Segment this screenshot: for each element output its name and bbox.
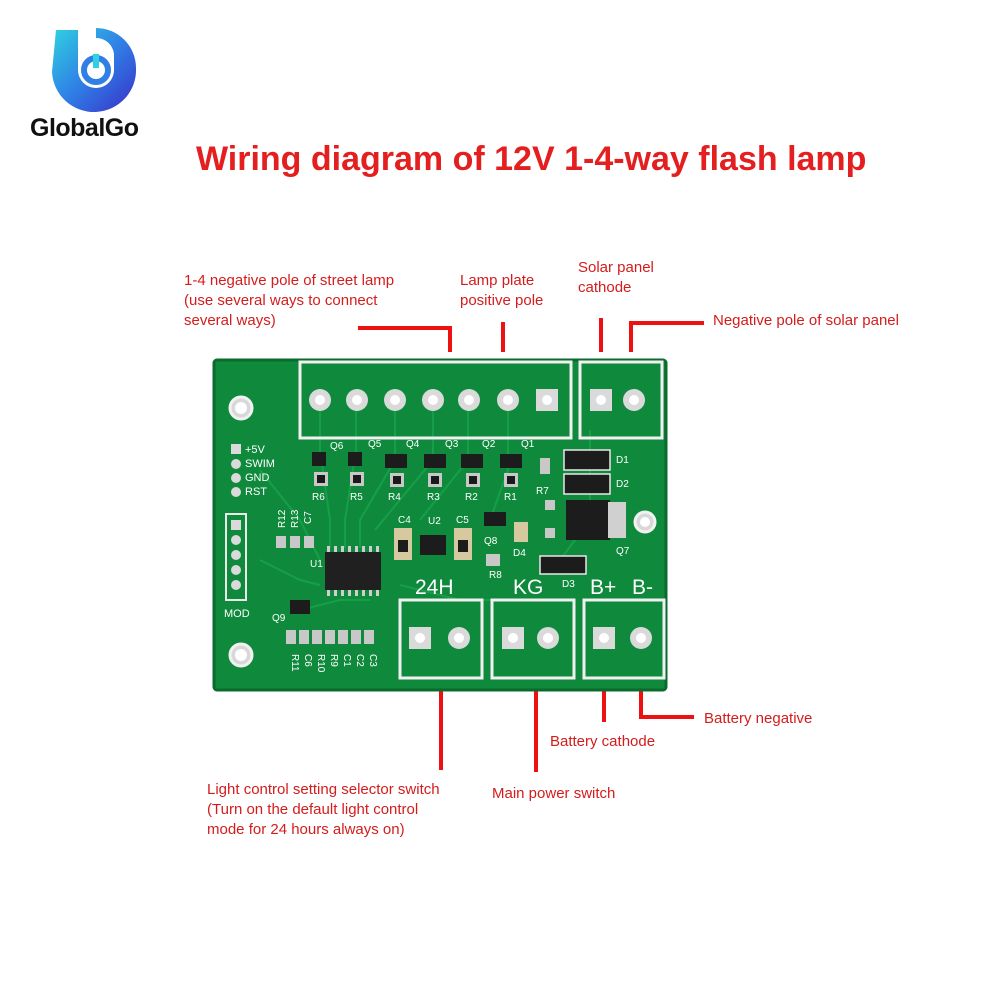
silk-r8: R8 bbox=[489, 570, 502, 581]
silk-u2: U2 bbox=[428, 516, 441, 527]
silk-q2: Q2 bbox=[482, 439, 496, 450]
q8-d4-r8 bbox=[484, 512, 587, 575]
terminal-kg bbox=[490, 598, 576, 680]
silk-u1: U1 bbox=[310, 559, 323, 570]
terminal-kg-label: KG bbox=[513, 576, 543, 599]
silk-r3: R3 bbox=[427, 492, 440, 503]
solar-cathode-label: Solar panel cathode bbox=[578, 259, 654, 296]
silk-q7: Q7 bbox=[616, 546, 630, 557]
silk-c7: C7 bbox=[303, 511, 314, 524]
transistors-q1-q6 bbox=[312, 452, 522, 468]
lamp-plate-positive-label: Lamp plate positive pole bbox=[460, 272, 544, 309]
lamp-terminal-pads bbox=[309, 389, 558, 411]
header-pin-rst: RST bbox=[245, 486, 267, 498]
mounting-holes bbox=[228, 395, 657, 668]
silk-c6: C6 bbox=[302, 654, 313, 667]
diodes-d1-d2 bbox=[540, 449, 611, 495]
silk-d2: D2 bbox=[616, 479, 629, 490]
caps-u2 bbox=[394, 528, 472, 560]
silk-q8: Q8 bbox=[484, 536, 498, 547]
silk-q4: Q4 bbox=[406, 439, 420, 450]
programming-header: +5V SWIM GND RST bbox=[231, 444, 275, 498]
mod-header: MOD bbox=[224, 513, 250, 620]
r12-r13-c7-parts bbox=[276, 536, 314, 548]
silk-c5: C5 bbox=[456, 515, 469, 526]
silk-d1: D1 bbox=[616, 455, 629, 466]
silk-r6: R6 bbox=[312, 492, 325, 503]
silk-r7: R7 bbox=[536, 486, 549, 497]
battery-cathode-label: Battery cathode bbox=[550, 733, 656, 750]
mod-label: MOD bbox=[224, 608, 250, 620]
ic-u1 bbox=[325, 546, 381, 596]
silk-r2: R2 bbox=[465, 492, 478, 503]
pcb-board bbox=[214, 360, 666, 690]
header-pin-gnd: GND bbox=[245, 472, 270, 484]
silk-d3: D3 bbox=[562, 579, 575, 590]
terminal-24h-label: 24H bbox=[415, 576, 454, 599]
header-pin-swim: SWIM bbox=[245, 458, 275, 470]
silk-q6: Q6 bbox=[330, 441, 344, 452]
silk-r1: R1 bbox=[504, 492, 517, 503]
terminal-24h bbox=[398, 598, 484, 680]
solar-negative-label: Negative pole of solar panel bbox=[713, 312, 899, 329]
silk-r12: R12 bbox=[277, 509, 288, 528]
page-title: Wiring diagram of 12V 1-4-way flash lamp bbox=[196, 140, 867, 178]
silk-q9: Q9 bbox=[272, 613, 286, 624]
header-pin-5v: +5V bbox=[245, 444, 266, 456]
silk-q5: Q5 bbox=[368, 439, 382, 450]
silk-c3: C3 bbox=[367, 654, 378, 667]
silk-r4: R4 bbox=[388, 492, 401, 503]
resistors-r1-r6 bbox=[314, 472, 518, 487]
terminal-battery bbox=[582, 598, 666, 680]
main-power-switch-label: Main power switch bbox=[492, 785, 616, 802]
silk-d4: D4 bbox=[513, 548, 526, 559]
silk-r13: R13 bbox=[290, 509, 301, 528]
solar-terminal-outline bbox=[578, 360, 664, 440]
globalgo-logo-icon bbox=[52, 28, 137, 113]
silk-r11: R11 bbox=[289, 654, 300, 672]
light-control-label: Light control setting selector switch (T… bbox=[207, 781, 440, 838]
terminal-bminus-label: B- bbox=[632, 576, 653, 599]
silk-c2: C2 bbox=[354, 654, 365, 667]
battery-negative-label: Battery negative bbox=[704, 710, 813, 727]
solar-terminal-pads bbox=[590, 389, 645, 411]
silk-r9: R9 bbox=[328, 654, 339, 667]
brand-name: GlobalGo bbox=[30, 114, 139, 142]
silk-r10: R10 bbox=[315, 654, 326, 673]
silk-c4: C4 bbox=[398, 515, 411, 526]
lamp-terminal-outline bbox=[298, 360, 573, 440]
silk-c1: C1 bbox=[341, 654, 352, 667]
silk-r5: R5 bbox=[350, 492, 363, 503]
bottom-row-parts bbox=[286, 630, 374, 644]
silk-q3: Q3 bbox=[445, 439, 459, 450]
silk-q1: Q1 bbox=[521, 439, 535, 450]
terminal-bplus-label: B+ bbox=[590, 576, 616, 599]
regulator-q7 bbox=[545, 500, 626, 540]
q9-part bbox=[290, 600, 310, 614]
street-lamp-negative-label: 1-4 negative pole of street lamp (use se… bbox=[184, 272, 395, 329]
